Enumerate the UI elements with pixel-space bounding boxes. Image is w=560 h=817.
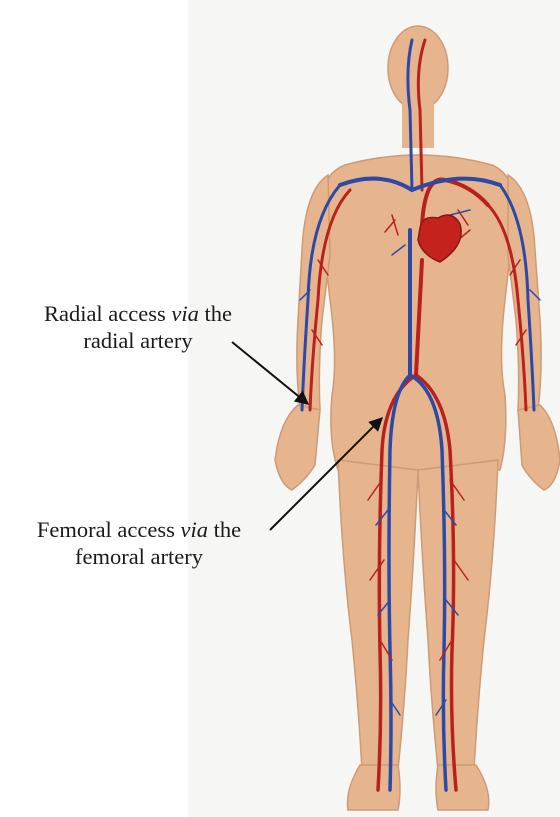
radial-access-label: Radial access via the radial artery [18,300,258,354]
femoral-label-line-1: Femoral access via the [4,516,274,543]
femoral-access-label: Femoral access via the femoral artery [4,516,274,570]
right-hand [518,405,560,490]
neck [402,100,434,148]
femoral-label-line-2: femoral artery [4,543,274,570]
radial-label-line-2: radial artery [18,327,258,354]
left-hand [275,405,320,490]
radial-label-line-1: Radial access via the [18,300,258,327]
body-silhouette [275,26,560,810]
